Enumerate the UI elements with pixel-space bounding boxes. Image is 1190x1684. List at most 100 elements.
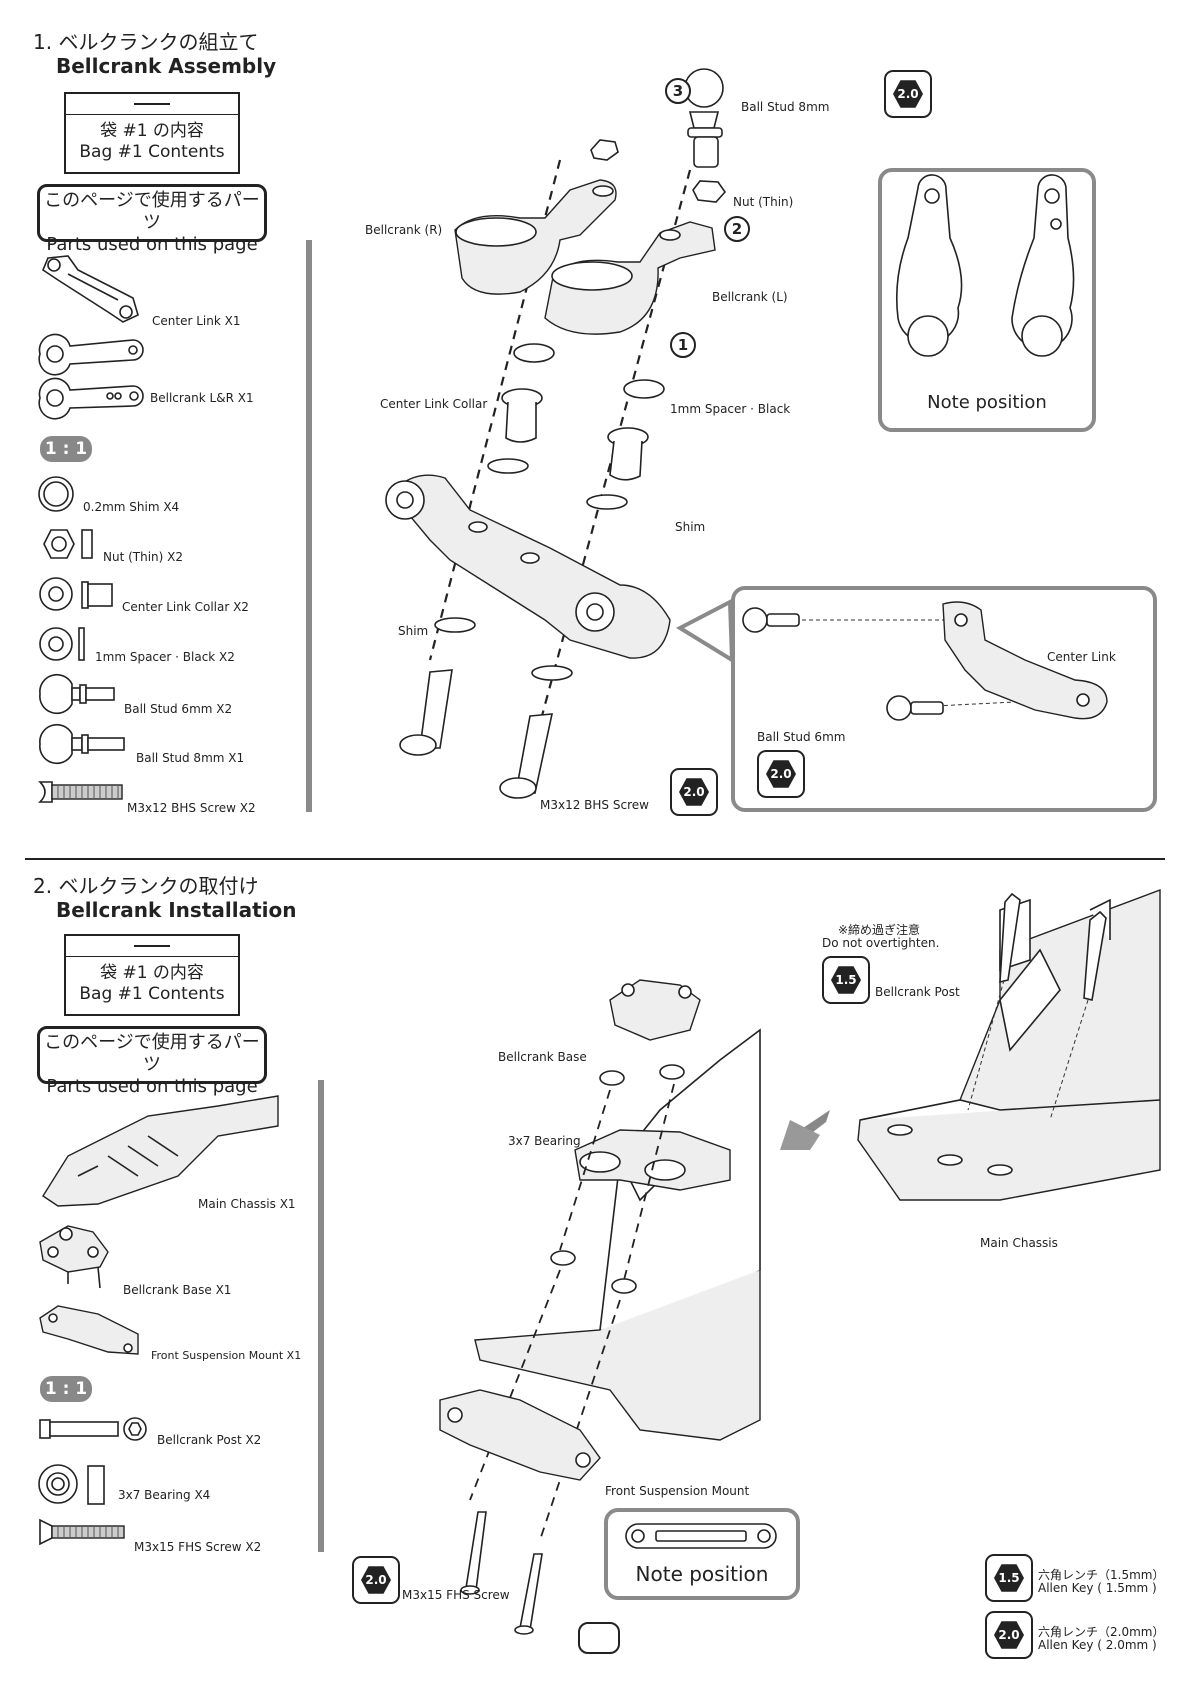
step1-divider-bar: [306, 240, 312, 812]
page-number: [578, 1622, 620, 1654]
step1-tool-badge-top: 2.0: [884, 70, 932, 118]
allen-key-2-icon: 2.0: [361, 1566, 391, 1594]
parts-header-en: Parts used on this page: [46, 1076, 258, 1097]
step1-bag-box: 袋 #1 の内容 Bag #1 Contents: [64, 92, 240, 174]
step-number-2: 2: [724, 216, 750, 242]
callout-tool-badge: 2.0: [757, 750, 805, 798]
ball-stud-6-icon: [39, 673, 115, 715]
bellcrank-base-part: [609, 979, 701, 1041]
part-main-chassis-label: Main Chassis X1: [198, 1197, 296, 1211]
label-bearing: 3x7 Bearing: [508, 1134, 581, 1148]
assembly-line-right: [528, 169, 692, 761]
bellcrank-assembly-part: [574, 1129, 731, 1191]
bearing-3: [550, 1250, 576, 1266]
section-divider: [25, 858, 1165, 860]
part-nut-label: Nut (Thin) X2: [103, 550, 184, 564]
step1-title-en: Bellcrank Assembly: [56, 54, 277, 78]
part-collar-label: Center Link Collar X2: [122, 600, 249, 614]
nut-icon: [43, 529, 93, 559]
tool-legend-en-1-5: Allen Key ( 1.5mm ): [1038, 1581, 1157, 1595]
part-front-susp-mount-label: Front Suspension Mount X1: [151, 1349, 302, 1362]
label-main-chassis: Main Chassis: [980, 1236, 1058, 1250]
tool-legend-jp-1-5: 六角レンチ（1.5mm）: [1038, 1568, 1165, 1582]
shim-4: [531, 665, 573, 681]
step1-note-position-box: Note position: [878, 168, 1096, 432]
bellcrank-post-parts: [999, 892, 1107, 1001]
allen-key-1-5-icon: 1.5: [831, 966, 861, 994]
ball-stud-8-part: [684, 68, 724, 168]
label-caution-jp: ※締め過ぎ注意: [838, 923, 921, 937]
step1-scale-badge: 1 : 1: [40, 436, 92, 462]
parts-header-jp: このページで使用するパーツ: [44, 1032, 260, 1075]
step1-note-position-text: Note position: [927, 392, 1047, 413]
label-nut-thin: Nut (Thin): [733, 195, 794, 209]
bag-separator: [66, 956, 238, 957]
main-chassis-icon: [42, 1095, 279, 1207]
step2-title-en: Bellcrank Installation: [56, 898, 297, 922]
center-link-collar-icon: [39, 577, 113, 611]
step1-tool-badge-bottom: 2.0: [670, 768, 718, 816]
bearing-1: [599, 1070, 625, 1086]
parts-header-jp: このページで使用するパーツ: [44, 190, 260, 233]
spacer-icon: [39, 627, 85, 661]
bag-label-jp: 袋 #1 の内容: [100, 121, 204, 141]
part-ball-stud-6-label: Ball Stud 6mm X2: [124, 702, 233, 716]
part-bhs-screw-label: M3x12 BHS Screw X2: [127, 801, 256, 815]
step2-tool-badge-screw: 2.0: [352, 1556, 400, 1604]
bellcrank-orientation-icon: [896, 174, 1075, 357]
label-bellcrank-base: Bellcrank Base: [498, 1050, 587, 1064]
bellcrank-base-icon: [39, 1225, 109, 1289]
allen-key-2-icon: 2.0: [766, 760, 796, 788]
front-susp-mount-icon: [39, 1305, 139, 1355]
direction-arrow-head: [780, 1120, 820, 1150]
step2-bag-box: 袋 #1 の内容 Bag #1 Contents: [64, 934, 240, 1016]
center-link-part: [385, 474, 671, 659]
bhs-screw-icon: [38, 781, 123, 803]
parts-header-en: Parts used on this page: [46, 234, 258, 255]
fhs-screw-right: [514, 1553, 543, 1635]
label-bellcrank-r: Bellcrank (R): [365, 223, 443, 237]
step1-title-jp: 1. ベルクランクの組立て: [33, 30, 259, 54]
bag-separator: [66, 114, 238, 115]
step1-exploded-diagram: [385, 68, 727, 799]
label-spacer: 1mm Spacer · Black: [670, 402, 791, 416]
shim-3: [434, 617, 476, 633]
label-bellcrank-l: Bellcrank (L): [712, 290, 788, 304]
part-ball-stud-8-label: Ball Stud 8mm X1: [136, 751, 245, 765]
collar-right: [607, 427, 649, 481]
label-ball-stud-8: Ball Stud 8mm: [741, 100, 830, 114]
bag-label-jp: 袋 #1 の内容: [100, 963, 204, 983]
step2-tool-badge-post: 1.5: [822, 956, 870, 1004]
part-spacer-label: 1mm Spacer · Black X2: [95, 650, 235, 664]
tool-legend-en-2-0: Allen Key ( 2.0mm ): [1038, 1638, 1157, 1652]
allen-key-1-5-icon: 1.5: [994, 1564, 1024, 1592]
step2-parts-header: このページで使用するパーツ Parts used on this page: [37, 1026, 267, 1097]
bellcrank-l-part: [544, 221, 716, 335]
part-bellcrank-post-label: Bellcrank Post X2: [157, 1433, 262, 1447]
bellcrank-lr-icon: [38, 333, 144, 420]
label-bellcrank-post: Bellcrank Post: [875, 985, 960, 999]
label-fhs-screw: M3x15 FHS Screw: [402, 1588, 510, 1602]
front-susp-mount-part: [439, 1389, 601, 1481]
step-number-1: 1: [670, 332, 696, 358]
step2-divider-bar: [318, 1080, 324, 1552]
tool-legend-jp-2-0: 六角レンチ（2.0mm）: [1038, 1625, 1165, 1639]
step2-note-position-box: Note position: [604, 1508, 800, 1600]
bearing-icon: [38, 1464, 105, 1505]
part-shim-label: 0.2mm Shim X4: [83, 500, 180, 514]
part-bellcrank-base-label: Bellcrank Base X1: [123, 1283, 232, 1297]
tool-legend-badge-1-5: 1.5: [985, 1554, 1033, 1602]
center-link-ballstud-detail: [742, 601, 1108, 721]
step2-exploded-diagram: [439, 888, 1161, 1635]
label-caution-en: Do not overtighten.: [822, 936, 940, 950]
shim-2: [586, 494, 628, 510]
allen-key-2-icon: 2.0: [994, 1621, 1024, 1649]
collar-left: [501, 388, 543, 443]
nut-top-left: [590, 139, 619, 161]
step1-parts-header: このページで使用するパーツ Parts used on this page: [37, 184, 267, 255]
step-number-3: 3: [665, 78, 691, 104]
center-link-orientation-icon: [625, 1523, 777, 1549]
label-center-link-collar: Center Link Collar: [380, 397, 488, 411]
part-fhs-screw-label: M3x15 FHS Screw X2: [134, 1540, 262, 1554]
center-link-callout-box: Center Link Ball Stud 6mm 2.0: [731, 586, 1157, 812]
